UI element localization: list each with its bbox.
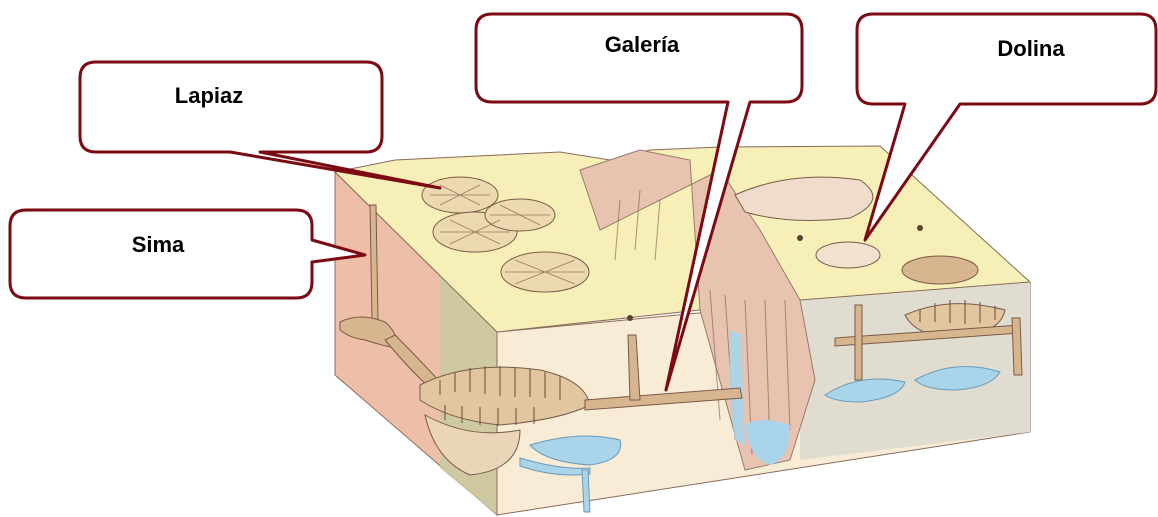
sima-shaft <box>370 205 378 320</box>
sinkhole-dot-3 <box>627 315 633 321</box>
callout-sima: Sima <box>10 210 365 298</box>
right-shaft-2 <box>1012 318 1022 375</box>
sinkhole-dot-1 <box>797 235 803 241</box>
dolina-small <box>816 242 880 268</box>
sinkhole-dot-2 <box>917 225 923 231</box>
callout-sima-bubble <box>10 210 365 298</box>
callout-galeria-label: Galería <box>605 32 680 57</box>
callout-lapiaz-label: Lapiaz <box>175 83 243 108</box>
lower-stream-drain <box>582 470 590 512</box>
callout-dolina-label: Dolina <box>997 36 1065 61</box>
right-shaft-1 <box>855 305 862 380</box>
dolina-large <box>902 256 978 284</box>
callout-sima-label: Sima <box>132 232 185 257</box>
